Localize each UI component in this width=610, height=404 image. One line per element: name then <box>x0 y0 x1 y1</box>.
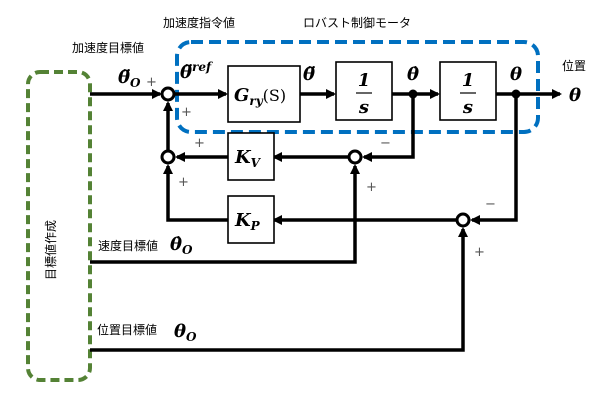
sign-plus-kv-feedback-top: + <box>194 136 205 151</box>
target-generation-group <box>26 70 92 382</box>
theta-ddot-o-label: θ̈O <box>118 67 141 90</box>
integrator-block-1 <box>335 61 393 121</box>
velocity-feedback-line <box>362 94 415 162</box>
kp-label: KP <box>234 210 261 233</box>
position-label: 位置 <box>562 58 586 73</box>
gry-label: Gry(S) <box>234 85 286 108</box>
velocity-target-line <box>90 164 360 264</box>
theta-output-label: θ <box>569 85 581 106</box>
sign-minus-position-feedback: − <box>485 197 496 212</box>
accel-target-label: 加速度目標値 <box>72 40 144 55</box>
accel-command-label: 加速度指令値 <box>163 15 235 30</box>
velocity-target-label: 速度目標値 <box>98 238 158 253</box>
sign-plus-kp-into-sum2: + <box>178 175 189 190</box>
theta-dot-label: θ̇ <box>407 64 419 85</box>
position-target-line <box>90 227 468 352</box>
target-generation-label: 目標値作成 <box>43 220 58 280</box>
kv-block <box>227 132 275 181</box>
integrator-2-denominator: s <box>462 97 473 118</box>
sign-plus-accel-target: + <box>146 75 157 90</box>
sign-plus-feedback-into-sum1: + <box>181 105 192 120</box>
theta-ddot-ref-label: θ̈ref <box>180 60 213 83</box>
theta-label: θ <box>510 64 522 85</box>
integrator-1-numerator: 1 <box>358 70 371 91</box>
kv-label: KV <box>234 147 262 170</box>
gry-block <box>227 65 301 123</box>
integrator-2-numerator: 1 <box>462 70 475 91</box>
sign-plus-velocity-target: + <box>366 180 377 195</box>
sum-junction-accel <box>160 86 176 102</box>
sign-minus-velocity-feedback: − <box>380 136 391 151</box>
position-target-label: 位置目標値 <box>97 322 157 337</box>
robust-motor-label: ロバスト制御モータ <box>303 15 411 30</box>
theta-ddot-label: θ̈ <box>303 64 315 85</box>
sum-junction-feedback <box>160 149 176 165</box>
sign-plus-position-target: + <box>474 245 485 260</box>
sum-junction-velocity <box>347 149 363 165</box>
kp-output-line <box>163 164 228 222</box>
integrator-1-denominator: s <box>358 97 369 118</box>
theta-o-label: θO <box>174 321 197 344</box>
robust-motor-group <box>175 40 540 134</box>
kp-block <box>227 195 275 244</box>
theta-dot-o-label: θ̇O <box>170 234 193 257</box>
integrator-block-2 <box>439 61 497 121</box>
sum-junction-position <box>455 212 471 228</box>
position-feedback-line <box>470 94 518 225</box>
